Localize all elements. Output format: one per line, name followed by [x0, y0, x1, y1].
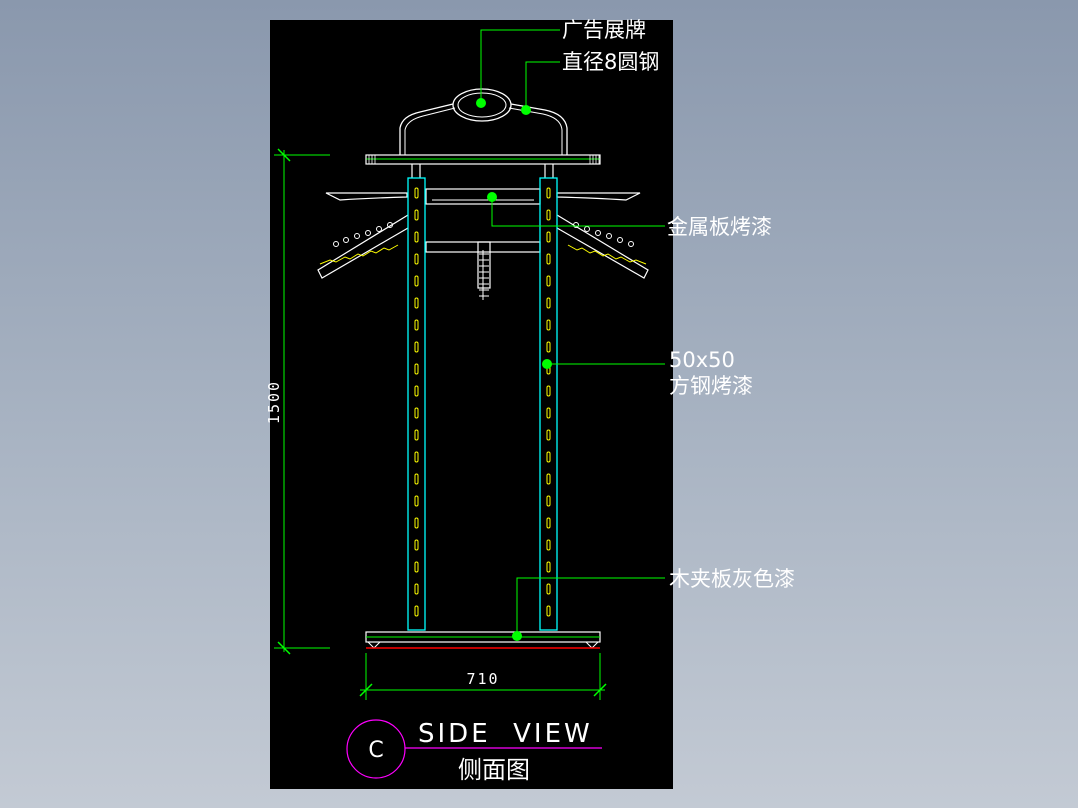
- upright-slot: [546, 231, 551, 243]
- round-steel-rod: [399, 103, 568, 155]
- drawing-sheet: 广告展牌 直径8圆钢 金属板烤漆 50x50 方钢烤漆 木夹板灰色漆: [265, 18, 795, 789]
- sign-oval-outer: [452, 88, 512, 122]
- leader-sign: 广告展牌: [476, 18, 646, 108]
- upright-slot: [546, 583, 551, 595]
- upright-slot: [414, 341, 419, 353]
- upright-slot: [546, 253, 551, 265]
- dimension-width: 710: [466, 670, 499, 688]
- callout-square-steel-size: 50x50: [669, 348, 735, 372]
- width-dimension: 710: [359, 653, 607, 700]
- upright-slot: [546, 495, 551, 507]
- arm-hook: [606, 233, 612, 239]
- upright-slot: [546, 187, 551, 199]
- upright-slot: [546, 385, 551, 397]
- top-plate: [365, 154, 601, 178]
- upright-slot: [546, 297, 551, 309]
- upright-slot: [546, 275, 551, 287]
- view-title-block: C SIDE VIEW 侧面图: [346, 719, 602, 784]
- dimension-height: 1500: [265, 380, 283, 424]
- upright-slot: [414, 209, 419, 221]
- base-plate: [365, 631, 601, 649]
- arm-hook: [354, 233, 360, 239]
- upright-slot: [414, 451, 419, 463]
- arm-hook: [617, 237, 623, 243]
- upright-slot: [546, 429, 551, 441]
- arm-hook: [628, 241, 634, 247]
- upright-slot: [414, 319, 419, 331]
- upright-slot: [414, 539, 419, 551]
- upright-slot: [546, 517, 551, 529]
- callout-sign: 广告展牌: [562, 18, 646, 42]
- upright-slot: [546, 451, 551, 463]
- upright-slot: [546, 341, 551, 353]
- arm-hook: [584, 226, 590, 232]
- upright-slot: [414, 407, 419, 419]
- top-sign-assembly: [399, 88, 568, 155]
- arm-hook: [595, 230, 601, 236]
- height-dimension: 1500: [265, 148, 330, 655]
- upright-slot: [414, 517, 419, 529]
- callout-metal-plate: 金属板烤漆: [667, 215, 772, 239]
- left-display-arms: [317, 192, 409, 279]
- sign-oval-inner: [457, 92, 507, 118]
- upright-slot: [414, 253, 419, 265]
- callout-square-steel-finish: 方钢烤漆: [669, 374, 753, 398]
- leader-metal-plate: 金属板烤漆: [487, 192, 772, 239]
- upright-slot: [414, 473, 419, 485]
- arm-hook: [365, 230, 371, 236]
- upright-slot: [414, 297, 419, 309]
- callout-wood-board: 木夹板灰色漆: [669, 567, 795, 591]
- view-title-zh: 侧面图: [458, 756, 530, 784]
- arm-hook: [333, 241, 339, 247]
- upright-slot: [546, 605, 551, 617]
- callout-round-steel: 直径8圆钢: [562, 50, 659, 74]
- upright-slot: [414, 429, 419, 441]
- arm-hook: [573, 222, 579, 228]
- center-shelf: [425, 188, 541, 300]
- upright-slot: [546, 319, 551, 331]
- arm-hook: [343, 237, 349, 243]
- view-title-en: SIDE VIEW: [418, 719, 593, 749]
- upright-slot: [414, 561, 419, 573]
- upright-slot: [414, 385, 419, 397]
- arm-hook: [376, 226, 382, 232]
- left-upright: [407, 177, 426, 631]
- leader-wood-board: 木夹板灰色漆: [512, 567, 795, 641]
- upright-slot: [414, 363, 419, 375]
- arm-hook: [387, 222, 393, 228]
- upright-slot: [414, 495, 419, 507]
- view-mark-circle: [346, 719, 406, 779]
- right-upright: [539, 177, 558, 631]
- upright-slot: [414, 583, 419, 595]
- upright-slot: [546, 561, 551, 573]
- right-display-arms: [556, 192, 649, 279]
- upright-slot: [414, 275, 419, 287]
- upright-slot: [414, 605, 419, 617]
- leader-square-steel: 50x50 方钢烤漆: [542, 348, 753, 398]
- upright-slot: [414, 231, 419, 243]
- upright-slot: [546, 209, 551, 221]
- upright-slot: [414, 187, 419, 199]
- upright-slot: [546, 539, 551, 551]
- leader-round-steel: 直径8圆钢: [521, 50, 659, 115]
- round-steel-rod-inner: [404, 107, 563, 155]
- view-mark-letter: C: [368, 738, 383, 763]
- upright-slot: [546, 407, 551, 419]
- upright-slot: [546, 473, 551, 485]
